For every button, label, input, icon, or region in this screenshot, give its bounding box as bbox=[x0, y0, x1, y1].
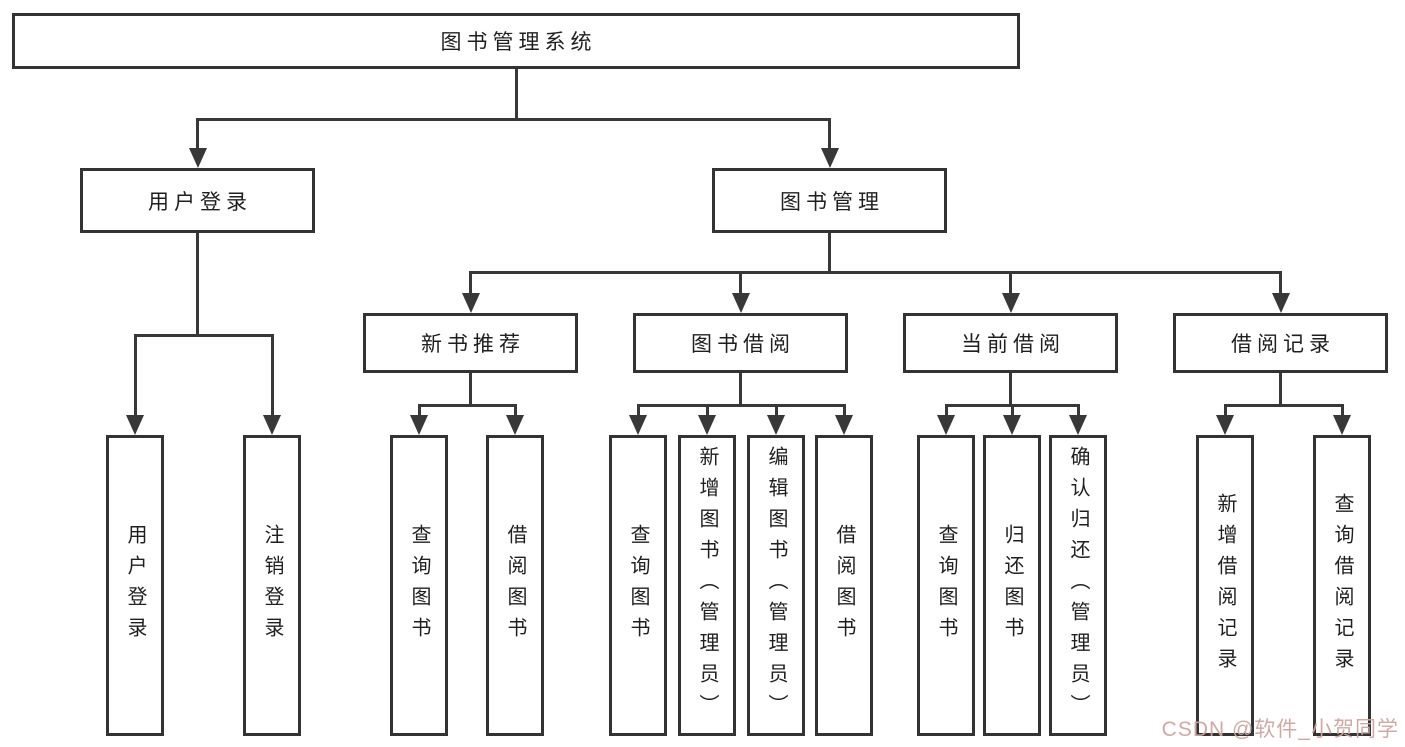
arrowhead-down-icon bbox=[506, 415, 524, 435]
connector-line bbox=[705, 404, 709, 419]
csdn-watermark: CSDN @软件_小贺同学 bbox=[1161, 718, 1399, 741]
connector-line bbox=[469, 373, 472, 407]
node-label: 用户登录 bbox=[124, 523, 146, 648]
node-user-login: 用户登录 bbox=[80, 168, 315, 233]
connector-line bbox=[270, 334, 274, 419]
node-user-login-action: 用户登录 bbox=[106, 435, 164, 736]
node-label: 查询图书 bbox=[408, 523, 430, 648]
node-bb-edit-books-admin: 编辑图书（管理员） bbox=[747, 435, 805, 736]
connector-line bbox=[842, 404, 846, 419]
node-book-borrowing: 图书借阅 bbox=[633, 313, 848, 373]
node-label: 用户登录 bbox=[148, 190, 252, 214]
connector-line bbox=[196, 233, 199, 337]
node-bb-query-books: 查询图书 bbox=[609, 435, 667, 736]
node-label: 新增图书（管理员） bbox=[696, 446, 718, 725]
node-label: 注销登录 bbox=[261, 523, 283, 648]
node-label: 新书推荐 bbox=[421, 333, 525, 356]
node-label: 当前借阅 bbox=[961, 333, 1065, 356]
arrowhead-down-icon bbox=[410, 415, 428, 435]
connector-line bbox=[417, 404, 517, 407]
node-label: 图书管理系统 bbox=[440, 31, 597, 54]
node-label: 借阅图书 bbox=[504, 523, 526, 648]
node-br-query-record: 查询借阅记录 bbox=[1313, 435, 1371, 736]
connector-line bbox=[133, 334, 137, 419]
arrowhead-down-icon bbox=[698, 415, 716, 435]
connector-line bbox=[133, 334, 274, 337]
connector-line bbox=[1223, 404, 1344, 407]
connector-line bbox=[739, 271, 742, 297]
node-bb-add-books-admin: 新增图书（管理员） bbox=[678, 435, 736, 736]
arrowhead-down-icon bbox=[937, 415, 955, 435]
connector-line bbox=[1340, 404, 1344, 419]
connector-line bbox=[469, 271, 1282, 274]
arrowhead-down-icon bbox=[767, 415, 785, 435]
connector-line bbox=[828, 233, 831, 274]
arrowhead-down-icon bbox=[263, 415, 281, 435]
node-current-borrowing: 当前借阅 bbox=[903, 313, 1118, 373]
node-label: 图书管理 bbox=[780, 190, 884, 214]
node-label: 编辑图书（管理员） bbox=[765, 446, 787, 725]
connector-line bbox=[1010, 404, 1014, 419]
connector-line bbox=[636, 404, 640, 419]
arrowhead-down-icon bbox=[126, 415, 144, 435]
node-label: 查询图书 bbox=[627, 523, 649, 648]
arrowhead-down-icon bbox=[1069, 415, 1087, 435]
connector-line bbox=[636, 404, 846, 407]
node-book-management: 图书管理 bbox=[712, 168, 947, 233]
connector-line bbox=[944, 404, 948, 419]
arrowhead-down-icon bbox=[461, 293, 480, 313]
connector-line bbox=[1279, 373, 1282, 407]
connector-line bbox=[1279, 271, 1282, 297]
node-label: 查询图书 bbox=[935, 523, 957, 648]
arrowhead-down-icon bbox=[1003, 415, 1021, 435]
node-label: 借阅记录 bbox=[1231, 333, 1335, 356]
node-label: 查询借阅记录 bbox=[1331, 492, 1353, 679]
arrowhead-down-icon bbox=[820, 148, 839, 168]
connector-line bbox=[514, 69, 518, 121]
arrowhead-down-icon bbox=[1271, 293, 1290, 313]
connector-line bbox=[417, 404, 421, 419]
node-nbr-borrow-books: 借阅图书 bbox=[486, 435, 544, 736]
arrowhead-down-icon bbox=[1216, 415, 1234, 435]
connector-line bbox=[196, 118, 199, 152]
arrowhead-down-icon bbox=[629, 415, 647, 435]
node-new-book-recommend: 新书推荐 bbox=[363, 313, 578, 373]
connector-line bbox=[196, 118, 831, 121]
arrowhead-down-icon bbox=[1001, 293, 1020, 313]
node-label: 图书借阅 bbox=[691, 333, 795, 356]
node-br-add-record: 新增借阅记录 bbox=[1196, 435, 1254, 736]
node-cb-query-books: 查询图书 bbox=[917, 435, 975, 736]
connector-line bbox=[513, 404, 517, 419]
node-label: 归还图书 bbox=[1001, 523, 1023, 648]
node-logout-action: 注销登录 bbox=[243, 435, 301, 736]
node-label: 借阅图书 bbox=[833, 523, 855, 648]
arrowhead-down-icon bbox=[731, 293, 750, 313]
node-cb-confirm-return-admin: 确认归还（管理员） bbox=[1049, 435, 1107, 736]
arrowhead-down-icon bbox=[835, 415, 853, 435]
node-bb-borrow-books: 借阅图书 bbox=[815, 435, 873, 736]
node-nbr-query-books: 查询图书 bbox=[390, 435, 448, 736]
node-label: 新增借阅记录 bbox=[1214, 492, 1236, 679]
connector-line bbox=[1076, 404, 1080, 419]
connector-line bbox=[774, 404, 778, 419]
arrowhead-down-icon bbox=[1333, 415, 1351, 435]
connector-line bbox=[469, 271, 472, 297]
node-cb-return-books: 归还图书 bbox=[983, 435, 1041, 736]
node-borrow-records: 借阅记录 bbox=[1173, 313, 1388, 373]
connector-line bbox=[1009, 373, 1012, 407]
connector-line bbox=[1009, 271, 1012, 297]
node-label: 确认归还（管理员） bbox=[1067, 446, 1089, 725]
node-library-system: 图书管理系统 bbox=[12, 13, 1020, 69]
connector-line bbox=[1223, 404, 1227, 419]
connector-line bbox=[828, 118, 831, 152]
connector-line bbox=[739, 373, 742, 407]
arrowhead-down-icon bbox=[188, 148, 207, 168]
